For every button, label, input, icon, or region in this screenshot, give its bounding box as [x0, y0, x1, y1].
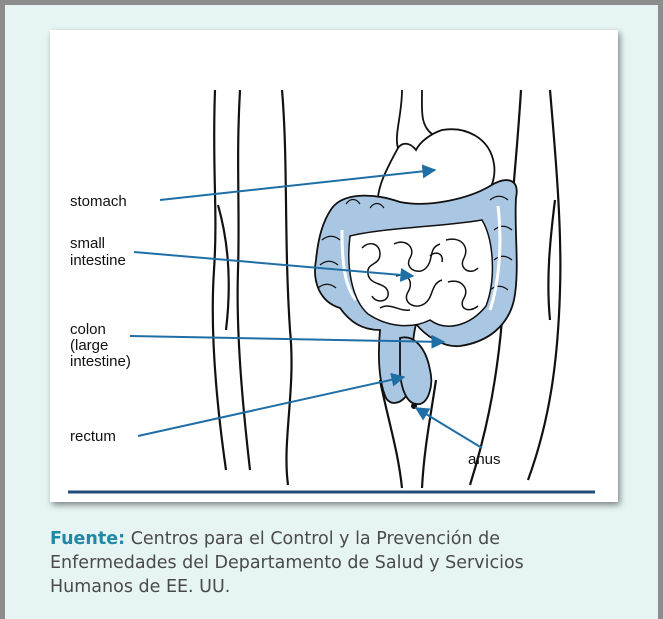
label-colon-line2: (large [70, 337, 108, 354]
digestive-diagram-card: stomach small intestine colon (large int… [50, 30, 618, 502]
caption-line-1: Fuente: Centros para el Control y la Pre… [50, 527, 640, 551]
label-colon-line1: colon [70, 321, 106, 338]
label-small-line1: small [70, 235, 105, 252]
caption-line-2: Enfermedades del Departamento de Salud y… [50, 551, 640, 575]
label-anus: anus [468, 451, 501, 468]
label-rectum: rectum [70, 428, 116, 445]
caption-source-label: Fuente: [50, 529, 125, 549]
label-stomach: stomach [70, 193, 127, 210]
caption-line-3: Humanos de EE. UU. [50, 575, 640, 599]
digestive-diagram: stomach small intestine colon (large int… [50, 30, 618, 502]
caption-line-1-text: Centros para el Control y la Prevención … [131, 529, 500, 549]
figure-caption: Fuente: Centros para el Control y la Pre… [50, 527, 640, 599]
label-colon-line3: intestine) [70, 353, 131, 370]
arrow-rectum [138, 377, 404, 436]
label-small-line2: intestine [70, 252, 126, 269]
rectum-shape [400, 337, 431, 404]
